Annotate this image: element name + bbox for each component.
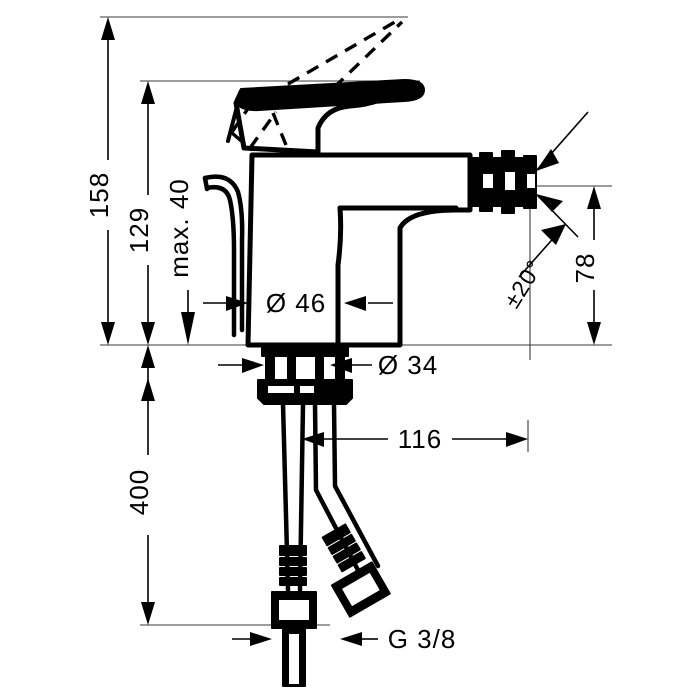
connection-nut-right	[330, 561, 391, 618]
dimension-thread-g38: G 3/8	[232, 624, 457, 654]
hose-ferrule-right	[321, 523, 366, 573]
dimension-dia-46: Ø 46	[203, 288, 393, 318]
dimension-label-dia-46: Ø 46	[266, 288, 326, 318]
lever-handle	[226, 79, 425, 155]
faucet-body	[245, 152, 473, 348]
dimension-label-129: 129	[124, 207, 154, 253]
dimension-label-thread-g38: G 3/8	[388, 624, 457, 654]
dimension-label-dia-34: Ø 34	[378, 350, 438, 380]
dimension-label-116: 116	[398, 424, 442, 454]
dimension-78: 78	[570, 186, 611, 345]
dimension-label-max-40: max. 40	[164, 178, 194, 278]
dimension-label-158: 158	[84, 172, 114, 218]
mounting-shank	[257, 346, 353, 405]
dimension-label-400: 400	[124, 469, 154, 515]
popup-waste-rod	[202, 174, 245, 338]
connection-nut-left	[271, 591, 317, 687]
dimension-129: 129	[124, 81, 165, 395]
dimension-158: 158	[84, 17, 125, 345]
dimension-max-40: max. 40	[164, 170, 205, 345]
dimension-116: 116	[302, 424, 528, 454]
dimension-dia-34: Ø 34	[218, 350, 438, 380]
hose-ferrule-left	[279, 545, 307, 586]
aerator-nozzle	[469, 150, 537, 214]
supply-hoses	[271, 401, 391, 687]
dimension-400: 400	[124, 378, 165, 625]
dimension-label-78: 78	[570, 253, 600, 284]
dimension-label-swivel-angle: ±20°	[499, 255, 548, 312]
extension-lines	[100, 16, 612, 626]
